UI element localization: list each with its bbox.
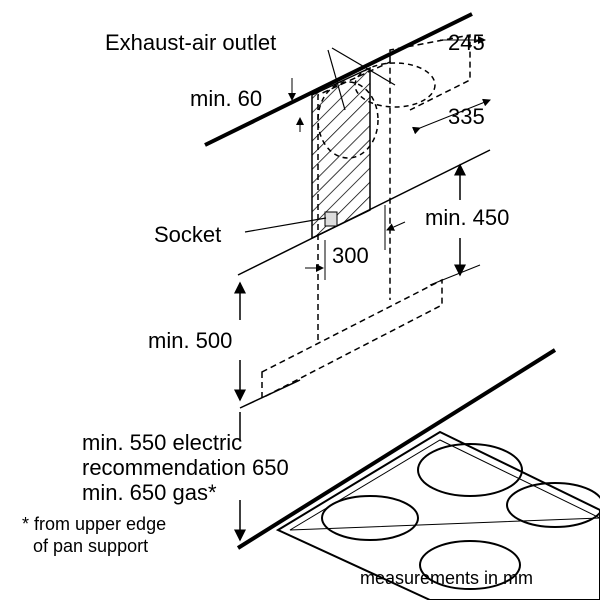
footnote-line-2: of pan support xyxy=(33,536,148,556)
dim-300-line2 xyxy=(386,221,406,231)
hood-outline xyxy=(261,278,443,400)
exhaust-circle-top xyxy=(354,62,436,108)
label-min-60: min. 60 xyxy=(190,86,262,111)
exhaust-leader-1 xyxy=(327,49,346,111)
label-min-450: min. 450 xyxy=(425,205,509,230)
hob-burner xyxy=(419,540,521,590)
outlet-box xyxy=(389,34,471,111)
label-min-550: min. 550 electric xyxy=(82,430,242,455)
hob-burner xyxy=(506,482,600,528)
label-min-500: min. 500 xyxy=(148,328,232,353)
ceiling-line xyxy=(204,12,473,147)
socket-leader xyxy=(244,217,327,233)
label-exhaust-outlet: Exhaust-air outlet xyxy=(105,30,276,55)
chimney-outline xyxy=(317,60,391,340)
label-dim-335: 335 xyxy=(448,104,485,129)
socket-symbol xyxy=(324,211,338,227)
label-units: measurements in mm xyxy=(360,568,533,588)
hatched-zone xyxy=(311,66,371,240)
hob-burner xyxy=(321,495,419,541)
label-dim-245: 245 xyxy=(448,30,485,55)
exhaust-leader-2 xyxy=(331,47,396,86)
hob-burner xyxy=(417,443,523,497)
label-recommendation: recommendation 650 xyxy=(82,455,289,480)
label-socket: Socket xyxy=(154,222,221,247)
label-min-650-gas: min. 650 gas* xyxy=(82,480,217,505)
dim-335-line xyxy=(412,98,491,135)
worktop-line xyxy=(236,348,557,550)
footnote-line-1: * from upper edge xyxy=(22,514,166,534)
hob-outline xyxy=(275,430,600,600)
label-dim-300: 300 xyxy=(332,243,369,268)
dim-450-ext xyxy=(429,264,481,286)
exhaust-circle xyxy=(317,81,379,159)
